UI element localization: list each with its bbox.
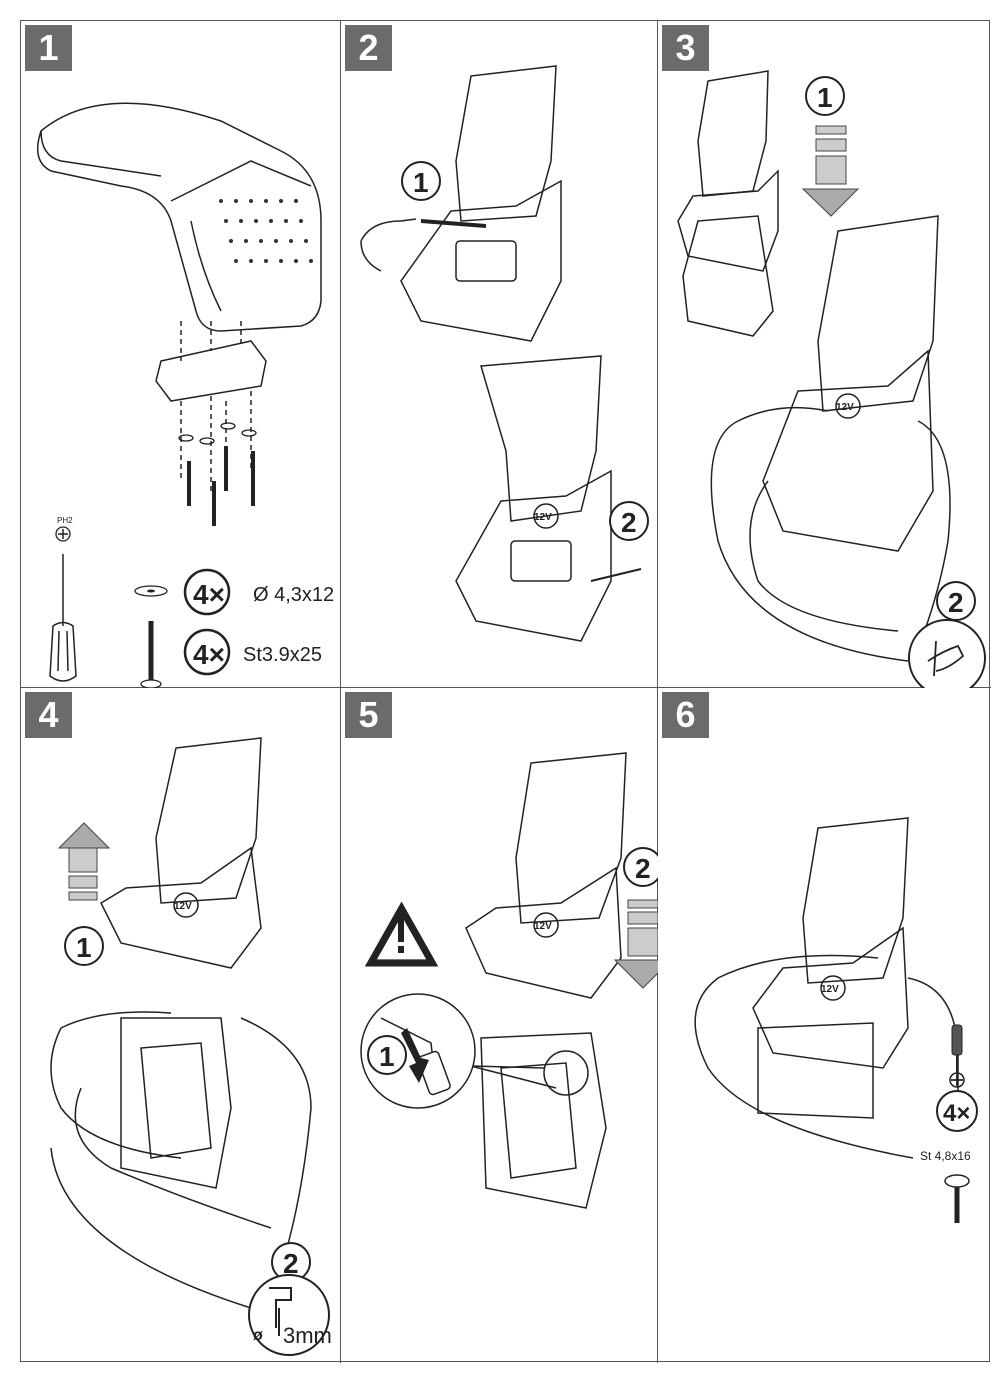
callout-2: 2 <box>948 587 964 618</box>
armrest-exploded-illustration: PH2 4× Ø 4,3x12 <box>36 102 334 688</box>
drill-size: 3mm <box>283 1323 332 1348</box>
svg-text:PH2: PH2 <box>57 516 73 525</box>
callout-circle <box>401 161 441 201</box>
armrest-lifting-illustration: 12V 1 2 ø 3mm <box>50 737 332 1356</box>
armrest-lowering-illustration: 12V 1 2 <box>677 70 986 688</box>
fastener-spec: St 4,8x16 <box>920 1149 971 1163</box>
screwdriver-icon <box>951 1024 963 1073</box>
callout-circle <box>623 847 658 887</box>
callout-2: 2 <box>635 853 651 884</box>
step-panel-4: 4 12V 1 2 <box>21 688 341 1363</box>
socket-label-12v: 12V <box>174 901 192 912</box>
cable-plug-icon <box>360 218 417 272</box>
armrest-cable-illustration: 12V 1 2 <box>360 65 649 642</box>
drill-diameter-symbol: ø <box>253 1327 263 1344</box>
callout-circle <box>64 926 104 966</box>
socket-label-12v: 12V <box>836 402 854 413</box>
step-number-badge: 2 <box>345 25 392 71</box>
step-panel-3: 3 12V 1 2 <box>658 21 991 688</box>
phillips-bit-icon: PH2 <box>55 516 73 542</box>
screw-icon <box>140 621 162 688</box>
step-panel-2: 2 12V 1 2 <box>341 21 658 688</box>
callout-circle <box>609 501 649 541</box>
callout-2: 2 <box>621 507 637 538</box>
screw-icon <box>944 1174 970 1223</box>
step-panel-1: 1 PH2 <box>21 21 341 688</box>
washer-quantity: 4× <box>193 579 225 610</box>
washer-part: 4× Ø 4,3x12 <box>134 568 334 616</box>
up-arrow-icon <box>57 822 111 901</box>
armrest-fastening-illustration: 12V 4× St 4,8x16 <box>694 817 978 1223</box>
callout-circle <box>805 76 845 116</box>
plug-arrow <box>420 219 487 228</box>
step-number-badge: 1 <box>25 25 72 71</box>
quantity-circle <box>936 1090 978 1132</box>
step-number-badge: 4 <box>25 692 72 738</box>
cable-plug-icon <box>590 568 642 582</box>
callout-1: 1 <box>379 1041 395 1072</box>
plug-detail-icon <box>360 993 476 1109</box>
fastener-quantity: 4× <box>943 1100 970 1127</box>
socket-label-12v: 12V <box>821 984 839 995</box>
socket-label-12v: 12V <box>534 921 552 932</box>
armrest-connect-illustration: 12V 1 2 <box>360 752 658 1209</box>
step-number-badge: 6 <box>662 692 709 738</box>
step-number-badge: 5 <box>345 692 392 738</box>
washer-spec: Ø 4,3x12 <box>253 584 334 606</box>
screw-spec: St3.9x25 <box>243 644 322 666</box>
hand-marking-icon <box>908 619 986 688</box>
step-panel-6: 6 12V 4× St 4,8x16 <box>658 688 991 1363</box>
instruction-sheet: 1 PH2 <box>20 20 991 1363</box>
down-arrow-icon <box>801 125 860 217</box>
callout-1: 1 <box>413 167 429 198</box>
step-number-badge: 3 <box>662 25 709 71</box>
callout-1: 1 <box>817 82 833 113</box>
socket-label-12v: 12V <box>534 512 552 523</box>
callout-2: 2 <box>283 1248 299 1279</box>
screw-part: 4× St3.9x25 <box>140 621 322 688</box>
callout-circle <box>936 581 976 621</box>
drill-detail-icon: ø 3mm <box>248 1274 332 1356</box>
phillips-bit-icon <box>949 1072 965 1088</box>
step-panel-5: 5 12V 1 <box>341 688 658 1363</box>
screw-set-icon <box>178 422 257 526</box>
screw-quantity: 4× <box>193 639 225 670</box>
callout-1: 1 <box>76 932 92 963</box>
warning-icon <box>364 901 439 967</box>
down-arrow-icon <box>613 899 658 989</box>
callout-circle <box>367 1035 407 1075</box>
screwdriver-icon <box>49 554 77 682</box>
